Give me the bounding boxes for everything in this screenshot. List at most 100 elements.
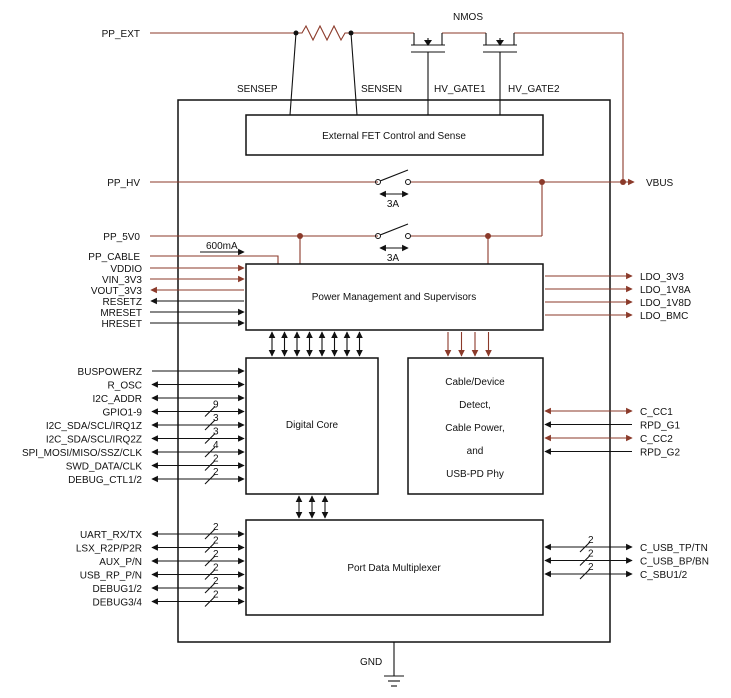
pin-lsx-r2p-p2r-width: 2 — [213, 536, 219, 547]
pin-i2c-sda-scl-irq1z-label: I2C_SDA/SCL/IRQ1Z — [46, 421, 142, 432]
hv-switch-rating: 3A — [387, 199, 400, 210]
pin-aux-p-n-label: AUX_P/N — [99, 557, 142, 568]
pp-cable-label: PP_CABLE — [88, 252, 140, 263]
pin-vddio-label: VDDIO — [110, 264, 142, 275]
pp-5v0-path: PP_5V0 3A — [103, 223, 542, 264]
pin-i2c-sda-scl-irq1z-width: 3 — [213, 413, 219, 424]
nmos-label: NMOS — [453, 12, 483, 23]
pm-core-links — [268, 331, 363, 357]
hv-gate1-label: HV_GATE1 — [434, 84, 486, 95]
5v-switch-rating: 3A — [387, 253, 400, 264]
pin-i2c-sda-scl-irq2z-label: I2C_SDA/SCL/IRQ2Z — [46, 435, 142, 446]
pin-ldo-1v8a-label: LDO_1V8A — [640, 285, 691, 296]
nmos-fet-1 — [411, 33, 445, 115]
cable-current-label: 600mA — [206, 241, 238, 252]
ground: GND — [360, 642, 404, 687]
pin-gpio1-9-slash — [204, 406, 216, 417]
5v-switch — [379, 223, 409, 236]
pin-c-cc2-label: C_CC2 — [640, 434, 673, 445]
hv-switch — [379, 169, 409, 182]
nmos-fet-2 — [483, 33, 517, 115]
pin-c-sbu1-2-slash — [579, 568, 591, 580]
pin-lsx-r2p-p2r-slash — [204, 542, 216, 553]
pin-c-usb-bp-bn-label: C_USB_BP/BN — [640, 557, 709, 568]
cable-phy-line-5: USB-PD Phy — [446, 469, 504, 480]
sensep-label: SENSEP — [237, 84, 278, 95]
pin-buspowerz-label: BUSPOWERZ — [78, 367, 142, 378]
ext-fet-label: External FET Control and Sense — [322, 131, 466, 142]
port-mux-block — [245, 519, 544, 616]
cable-phy-line-4: and — [467, 446, 484, 457]
cable-phy-line-3: Cable Power, — [445, 423, 504, 434]
pin-spi-mosi-miso-ssz-clk-width: 4 — [213, 440, 219, 451]
pin-spi-mosi-miso-ssz-clk-slash — [204, 446, 216, 458]
pin-i2c-sda-scl-irq2z-slash — [204, 433, 216, 444]
digital-core-label: Digital Core — [286, 420, 339, 431]
pin-uart-rx-tx-label: UART_RX/TX — [80, 530, 142, 541]
port-mux-label: Port Data Multiplexer — [347, 563, 441, 574]
cable-phy-line-2: Detect, — [459, 400, 491, 411]
pp-ext-label: PP_EXT — [102, 29, 140, 40]
pin-i2c-sda-scl-irq2z-width: 3 — [213, 427, 219, 438]
pin-c-usb-tp-tn-label: C_USB_TP/TN — [640, 543, 708, 554]
pin-i2c-addr-label: I2C_ADDR — [93, 394, 142, 405]
pin-c-usb-bp-bn-width: 2 — [588, 549, 594, 560]
pin-lsx-r2p-p2r-label: LSX_R2P/P2R — [76, 544, 142, 555]
pin-spi-mosi-miso-ssz-clk-label: SPI_MOSI/MISO/SSZ/CLK — [22, 448, 142, 459]
pp-hv-path: PP_HV 3A VBUS — [107, 169, 674, 236]
pin-c-usb-tp-tn-width: 2 — [588, 535, 594, 546]
core-left-pins: BUSPOWERZ R_OSC I2C_ADDR GPIO1-9 9I2C_SDA/SC… — [22, 367, 245, 486]
vbus-label: VBUS — [646, 178, 674, 189]
pin-debug-ctl1-2-slash — [204, 473, 216, 485]
pin-vout-3v3-label: VOUT_3V3 — [91, 286, 143, 297]
pin-uart-rx-tx-width: 2 — [213, 522, 219, 533]
pin-c-cc1-label: C_CC1 — [640, 407, 673, 418]
pin-aux-p-n-width: 2 — [213, 549, 219, 560]
nmos-pair: NMOS HV_GATE1 HV_GATE2 — [411, 12, 560, 115]
pp-ext-path: PP_EXT SENSEP SENSEN — [102, 24, 624, 182]
pin-debug-ctl1-2-width: 2 — [213, 467, 219, 478]
gnd-label: GND — [360, 657, 382, 668]
pm-phy-links — [444, 332, 492, 357]
pin-c-sbu1-2-label: C_SBU1/2 — [640, 570, 688, 581]
pin-uart-rx-tx-slash — [204, 528, 216, 540]
power-management-block — [245, 263, 544, 331]
mux-left-pins: UART_RX/TX2LSX_R2P/P2R2AUX_P/N2USB_RP_P/… — [76, 522, 245, 609]
pin-c-usb-bp-bn-slash — [579, 555, 591, 566]
pin-mreset-label: MRESET — [100, 308, 142, 319]
cable-phy-line-1: Cable/Device — [445, 377, 505, 388]
pin-ldo-1v8d-label: LDO_1V8D — [640, 298, 691, 309]
cable-phy-block — [407, 357, 544, 495]
digital-core-block — [245, 357, 379, 495]
pin-debug3-4-slash — [204, 596, 216, 607]
sense-resistor — [296, 24, 351, 42]
pin-rpd-g2-label: RPD_G2 — [640, 448, 680, 459]
pin-swd-data-clk-width: 2 — [213, 454, 219, 465]
pin-hreset-label: HRESET — [101, 319, 142, 330]
pin-swd-data-clk-label: SWD_DATA/CLK — [66, 462, 143, 473]
pin-vin-3v3-label: VIN_3V3 — [102, 275, 142, 286]
pin-aux-p-n-slash — [204, 555, 216, 567]
pin-debug1-2-slash — [204, 582, 216, 594]
pin-gpio1-9-width: 9 — [213, 400, 219, 411]
pin-gpio1-9-label: GPIO1-9 — [103, 408, 143, 419]
pp-hv-label: PP_HV — [107, 178, 140, 189]
pin-i2c-sda-scl-irq1z-slash — [204, 419, 216, 431]
pin-debug1-2-label: DEBUG1/2 — [93, 584, 143, 595]
pin-rpd-g1-label: RPD_G1 — [640, 421, 680, 432]
pin-usb-rp-p-n-width: 2 — [213, 563, 219, 574]
pin-c-usb-tp-tn-slash — [579, 541, 591, 553]
pin-ldo-3v3-label: LDO_3V3 — [640, 272, 684, 283]
pp-5v0-label: PP_5V0 — [103, 232, 140, 243]
pin-debug1-2-width: 2 — [213, 576, 219, 587]
pin-swd-data-clk-slash — [204, 460, 216, 471]
pin-debug3-4-width: 2 — [213, 590, 219, 601]
pin-c-sbu1-2-width: 2 — [588, 562, 594, 573]
pin-r-osc-label: R_OSC — [108, 381, 142, 392]
pp-cable-path: PP_CABLE 600mA — [88, 241, 279, 264]
